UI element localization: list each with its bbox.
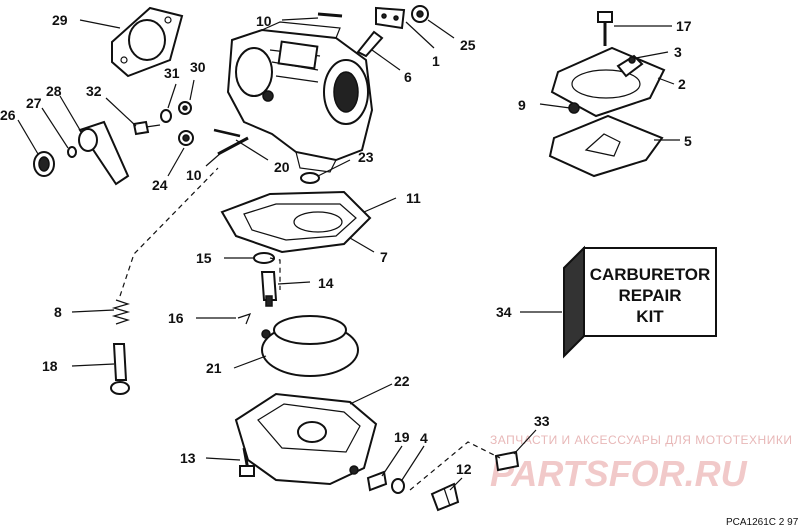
callout-18: 18 [42, 358, 58, 374]
callout-7: 7 [380, 249, 388, 265]
part-27-ring [67, 146, 77, 158]
callout-9: 9 [518, 97, 526, 113]
callout-11: 11 [406, 190, 421, 206]
part-25-nut [411, 5, 429, 23]
part-14-needle-valve [260, 271, 278, 307]
part-19-jet [366, 470, 388, 492]
callout-4: 4 [420, 430, 428, 446]
callout-23: 23 [358, 149, 374, 165]
callout-15: 15 [196, 250, 212, 266]
part-10-pin-top [317, 12, 343, 18]
callout-21: 21 [206, 360, 222, 376]
part-17-screw [597, 11, 613, 46]
part-26-bushing [33, 151, 55, 177]
part-31-washer [160, 109, 172, 123]
callout-32: 32 [86, 83, 102, 99]
part-24-spring-clip [178, 130, 194, 146]
part-3-fitting [616, 54, 644, 78]
kit-label-line2: REPAIR [619, 286, 682, 305]
callout-30: 30 [190, 59, 206, 75]
assembly-line-needle [269, 257, 281, 290]
callout-14: 14 [318, 275, 334, 291]
part-carburetor-body [226, 21, 374, 173]
callout-28: 28 [46, 83, 62, 99]
callout-3: 3 [674, 44, 682, 60]
part-21-float [261, 315, 359, 377]
watermark-subtitle: ЗАПЧАСТИ И АКСЕССУАРЫ ДЛЯ МОТОТЕХНИКИ [490, 433, 792, 447]
kit-label-line3: KIT [636, 307, 664, 326]
leader-lines [17, 17, 680, 491]
part-20-link [213, 128, 241, 138]
callout-1: 1 [432, 53, 440, 69]
callout-24: 24 [152, 177, 168, 193]
callout-5: 5 [684, 133, 692, 149]
part-23-plug [300, 172, 320, 184]
callout-22: 22 [394, 373, 410, 389]
part-9-screw [568, 102, 580, 114]
callout-10-top: 10 [256, 13, 272, 29]
part-7-gasket [220, 190, 372, 254]
callout-31: 31 [164, 65, 180, 81]
part-6-needle [356, 30, 384, 58]
part-1-bracket [375, 6, 406, 30]
callout-33: 33 [534, 413, 550, 429]
callout-25: 25 [460, 37, 476, 53]
part-5-gasket [548, 114, 664, 178]
watermark-brand: PARTSFOR.RU [490, 453, 748, 494]
part-28-throttle-arm [78, 120, 130, 186]
repair-kit-box: CARBURETOR REPAIR KIT [563, 245, 717, 359]
callout-8: 8 [54, 304, 62, 320]
callout-19: 19 [394, 429, 410, 445]
part-18-adjust-screw [110, 343, 130, 395]
part-30-washer [178, 101, 192, 115]
callout-34: 34 [496, 304, 512, 320]
callout-12: 12 [456, 461, 472, 477]
kit-label-line1: CARBURETOR [590, 265, 711, 284]
part-10-pin-left [217, 136, 249, 156]
part-33-fitting [494, 450, 520, 472]
callout-10-left: 10 [186, 167, 202, 183]
part-12-plug-screw [430, 482, 460, 512]
callout-13: 13 [180, 450, 196, 466]
drawing-code: PCA1261C 2 97 [726, 517, 799, 528]
callout-16: 16 [168, 310, 184, 326]
callout-2: 2 [678, 76, 686, 92]
assembly-line-idle [119, 167, 219, 297]
callout-26: 26 [0, 107, 16, 123]
callout-20: 20 [274, 159, 290, 175]
part-8-spring [111, 299, 131, 325]
callout-27: 27 [26, 95, 42, 111]
part-4-washer [391, 478, 405, 494]
callout-6: 6 [404, 69, 412, 85]
part-13-screw [239, 447, 255, 477]
part-16-clip [237, 313, 252, 325]
part-32-screw [132, 120, 161, 136]
assembly-line-drain [409, 441, 501, 491]
part-29-gasket [111, 6, 184, 78]
callout-17: 17 [676, 18, 692, 34]
callout-29: 29 [52, 12, 68, 28]
part-22-float-bowl [234, 392, 378, 486]
